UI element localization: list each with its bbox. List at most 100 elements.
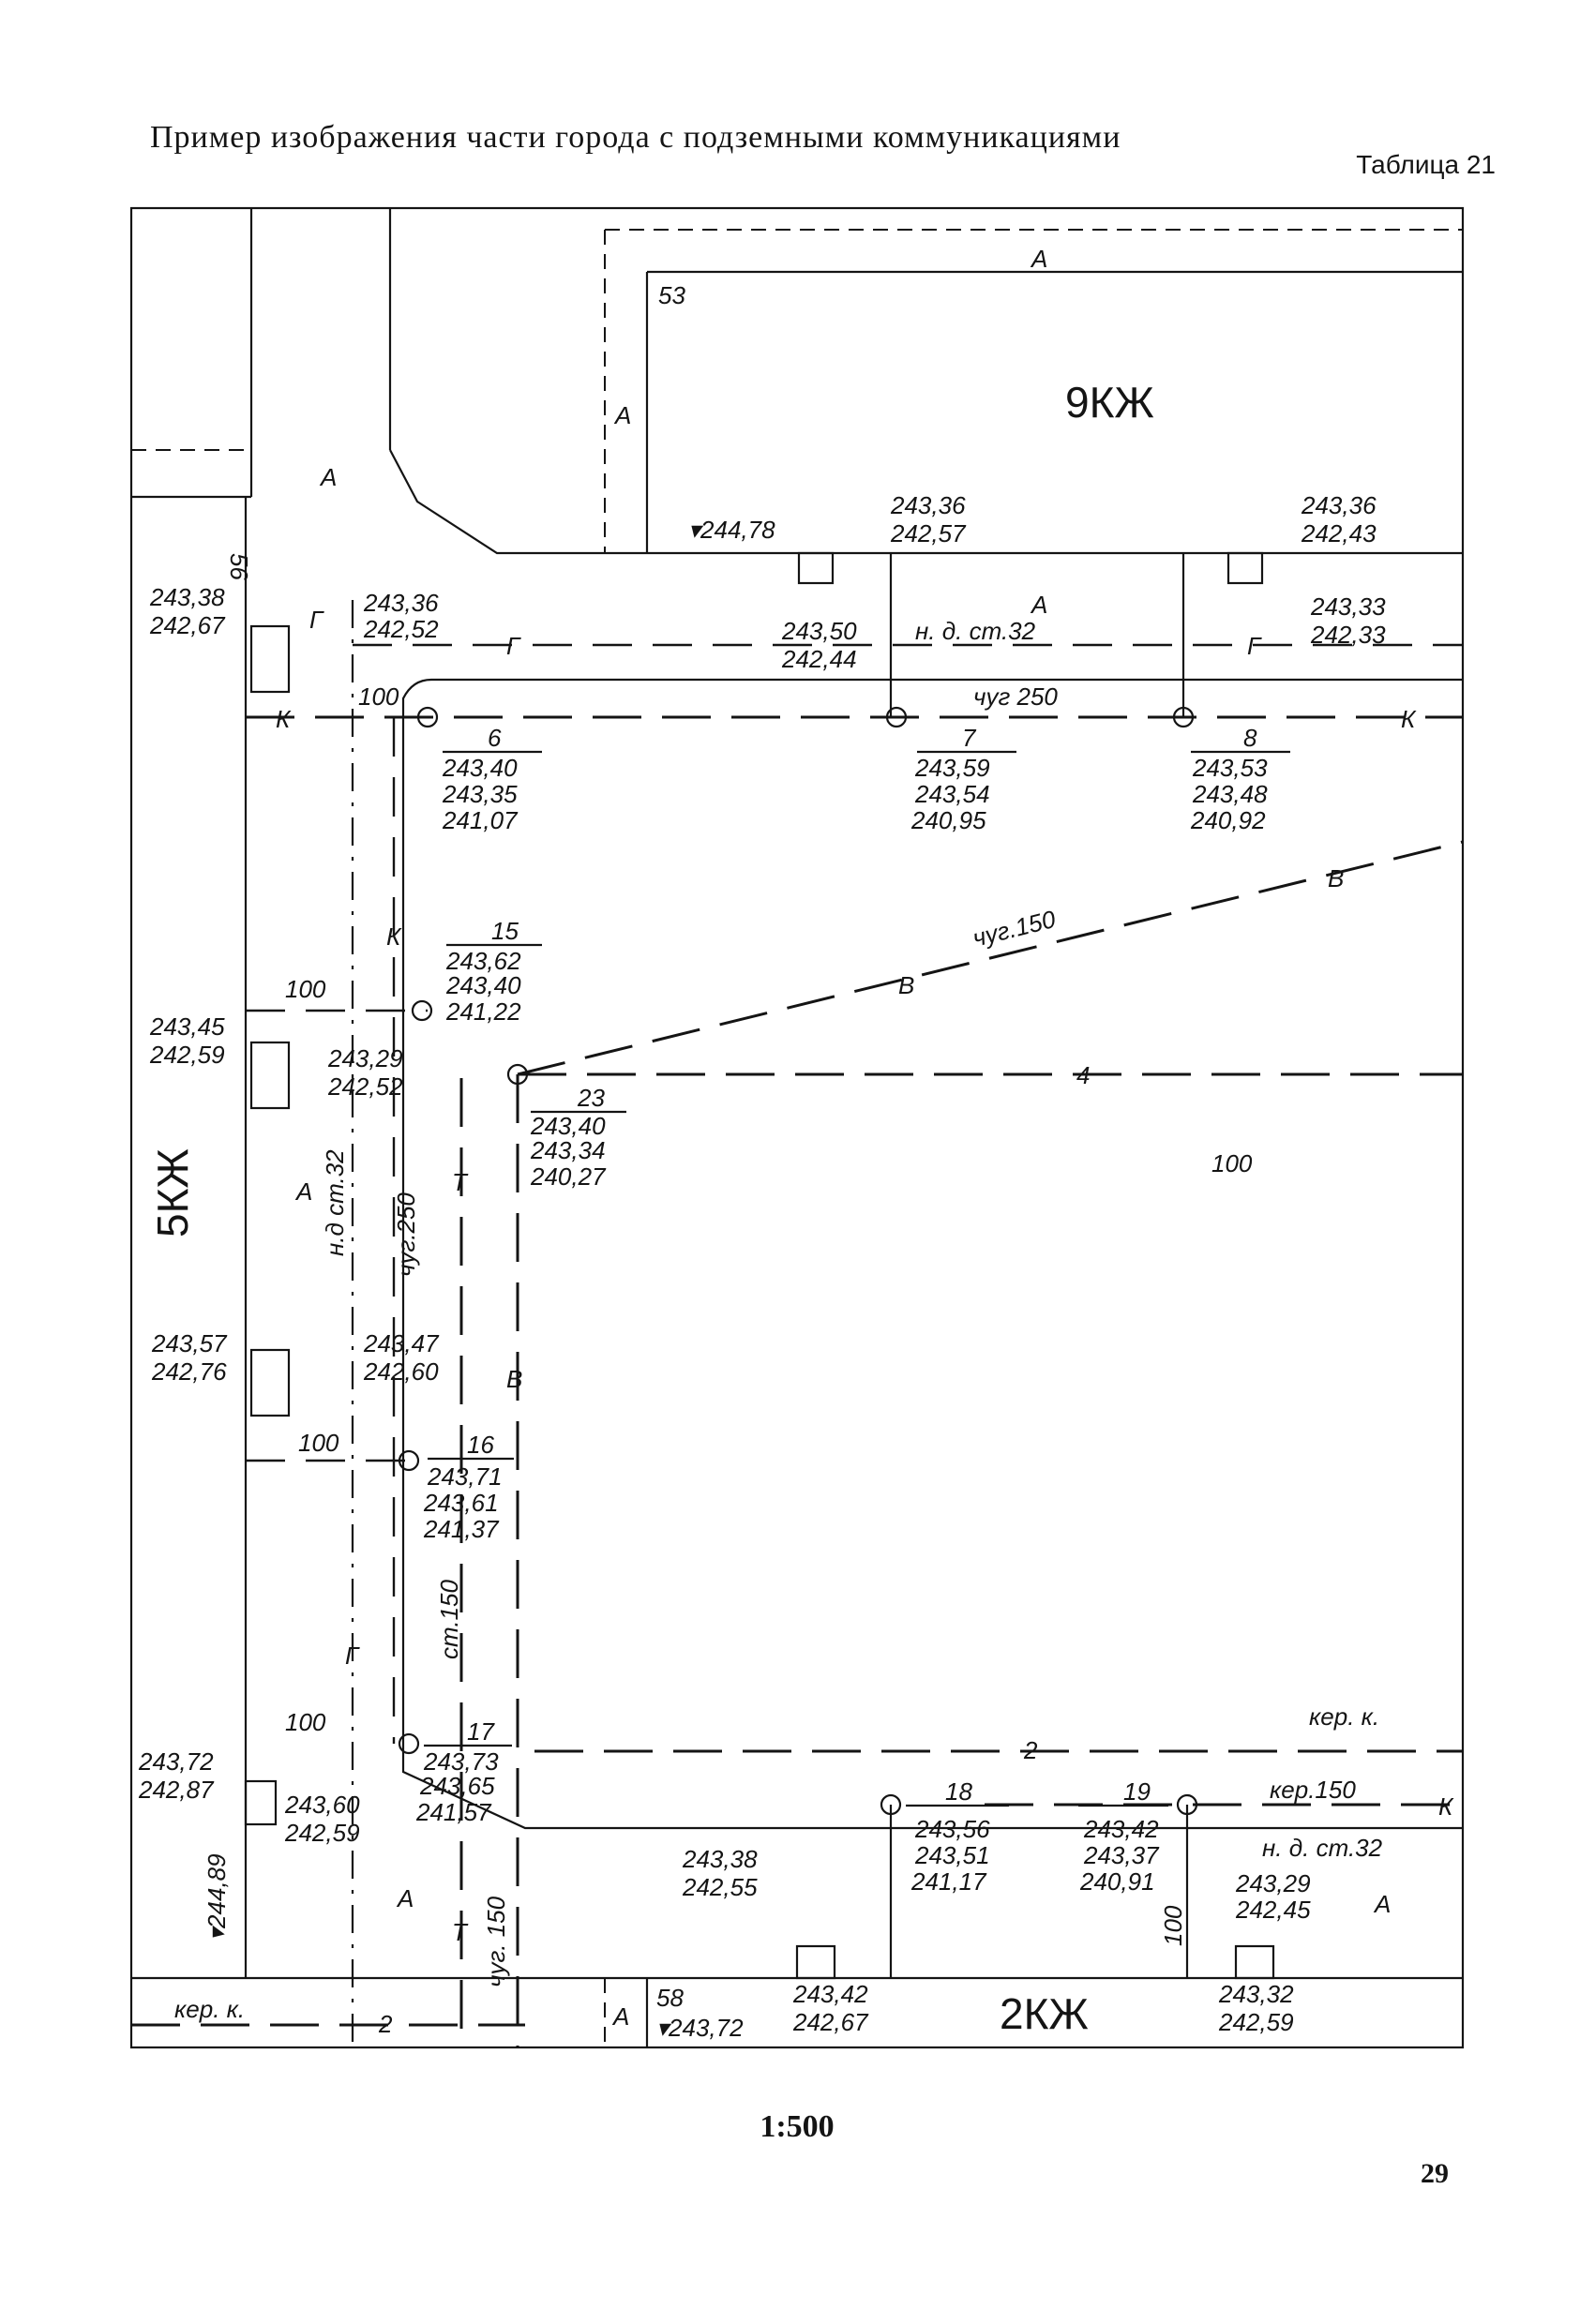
well-19: 19 243,42 243,37 240,91: [1078, 1777, 1168, 1896]
line-code: В: [898, 971, 914, 999]
svg-text:243,57: 243,57: [151, 1329, 228, 1357]
svg-text:19: 19: [1123, 1777, 1151, 1806]
svg-text:243,37: 243,37: [1083, 1841, 1160, 1869]
svg-text:242,67: 242,67: [149, 611, 226, 639]
line-code: Г: [309, 606, 324, 634]
spot-height: ▾243,72: [656, 2014, 744, 2042]
svg-text:243,59: 243,59: [914, 754, 990, 782]
svg-text:242,60: 242,60: [363, 1357, 439, 1386]
svg-text:243,56: 243,56: [914, 1815, 990, 1843]
building-2kzh: 2КЖ: [1000, 1989, 1089, 2038]
svg-text:241,37: 241,37: [423, 1515, 500, 1543]
pipe-label: кер.150: [1270, 1776, 1356, 1804]
svg-text:242,55: 242,55: [682, 1873, 758, 1901]
svg-text:243,71: 243,71: [427, 1462, 503, 1491]
line-code: 4: [1076, 1061, 1090, 1089]
svg-text:242,33: 242,33: [1310, 621, 1386, 649]
line-code: Г: [506, 632, 521, 660]
svg-text:243,50: 243,50: [781, 617, 857, 645]
well-7: 7 243,59 243,54 240,95: [910, 724, 1016, 834]
well-17: 17 243,73 243,65 241,57: [415, 1717, 512, 1826]
svg-text:243,53: 243,53: [1192, 754, 1268, 782]
page-number: 29: [1421, 2158, 1449, 2189]
gas-input-elevations: 243,36 242,57 243,36 242,43 243,38 242,6…: [138, 491, 1386, 2036]
line-code: Т: [452, 1168, 469, 1196]
line-code: Г: [345, 1642, 360, 1670]
svg-text:243,62: 243,62: [445, 947, 521, 975]
svg-text:240,27: 240,27: [530, 1162, 607, 1191]
svg-text:242,87: 242,87: [138, 1776, 215, 1804]
svg-text:243,45: 243,45: [149, 1012, 225, 1041]
svg-text:243,34: 243,34: [530, 1136, 606, 1164]
svg-text:243,38: 243,38: [682, 1845, 758, 1873]
svg-text:7: 7: [962, 724, 977, 752]
svg-text:243,51: 243,51: [914, 1841, 990, 1869]
area-label: А: [396, 1884, 414, 1912]
water-lines: [516, 840, 1464, 2047]
area-label: А: [1373, 1890, 1391, 1918]
svg-text:243,32: 243,32: [1218, 1980, 1294, 2008]
svg-text:243,29: 243,29: [1235, 1869, 1311, 1897]
area-label: А: [611, 2002, 629, 2031]
svg-text:242,59: 242,59: [284, 1819, 360, 1847]
area-label: А: [319, 463, 337, 491]
svg-text:242,43: 242,43: [1301, 519, 1377, 547]
area-label: А: [1030, 591, 1047, 619]
svg-text:18: 18: [945, 1777, 972, 1806]
line-code: 2: [1023, 1736, 1038, 1764]
pipe-diameter: 100: [298, 1429, 339, 1457]
svg-text:243,40: 243,40: [530, 1112, 606, 1140]
svg-text:243,48: 243,48: [1192, 780, 1268, 808]
svg-text:8: 8: [1243, 724, 1257, 752]
area-label: А: [613, 401, 631, 429]
svg-text:17: 17: [467, 1717, 495, 1746]
street-outlines: [131, 208, 1463, 2047]
well-symbols: [398, 706, 1198, 1816]
svg-text:243,61: 243,61: [423, 1489, 499, 1517]
svg-text:241,22: 241,22: [445, 997, 521, 1026]
central-block: [401, 678, 1463, 1830]
svg-text:243,35: 243,35: [442, 780, 518, 808]
cable-lines: [131, 1072, 1463, 2027]
pipe-label: н. д. ст.32: [1262, 1834, 1383, 1862]
house-inputs: [244, 551, 1275, 1980]
line-code: К: [386, 922, 402, 951]
svg-text:16: 16: [467, 1431, 494, 1459]
lot-53: 53: [658, 281, 685, 309]
svg-text:243,42: 243,42: [792, 1980, 868, 2008]
well-23: 23 243,40 243,34 240,27: [530, 1084, 626, 1191]
svg-text:241,07: 241,07: [442, 806, 519, 834]
svg-text:240,91: 240,91: [1079, 1867, 1155, 1896]
line-code: К: [276, 705, 292, 733]
pipe-diameter: 100: [1211, 1149, 1253, 1177]
svg-text:243,36: 243,36: [890, 491, 966, 519]
svg-text:242,57: 242,57: [890, 519, 967, 547]
svg-text:243,65: 243,65: [419, 1772, 495, 1800]
lot-56: 56: [225, 553, 253, 580]
well-18: 18 243,56 243,51 241,17: [906, 1777, 1009, 1896]
svg-text:243,36: 243,36: [1301, 491, 1377, 519]
line-code: 2: [378, 2010, 393, 2038]
svg-text:243,73: 243,73: [423, 1747, 499, 1776]
svg-text:243,36: 243,36: [363, 589, 439, 617]
pipe-label: н.д ст.32: [321, 1149, 349, 1256]
pipe-label: чуг.150: [970, 905, 1059, 952]
pipe-label: кер. к.: [174, 1995, 245, 2023]
svg-text:243,47: 243,47: [363, 1329, 440, 1357]
building-5kzh: 5КЖ: [148, 1148, 197, 1237]
pipe-label: н. д. ст.32: [915, 617, 1036, 645]
building-9kzh: 9КЖ: [1065, 378, 1154, 427]
svg-text:243,38: 243,38: [149, 583, 225, 611]
pipe-label: кер. к.: [1309, 1702, 1379, 1731]
well-15: 15 243,62 243,40 241,22: [445, 917, 542, 1026]
line-code: Г: [1247, 632, 1262, 660]
pipe-label: ст.150: [435, 1579, 463, 1659]
svg-text:241,17: 241,17: [910, 1867, 987, 1896]
svg-text:242,59: 242,59: [1218, 2008, 1294, 2036]
svg-text:242,76: 242,76: [151, 1357, 227, 1386]
well-number: 6: [488, 724, 502, 752]
pipe-diameter: 100: [1159, 1905, 1187, 1946]
svg-text:243,33: 243,33: [1310, 592, 1386, 621]
table-label: Таблица 21: [1356, 150, 1496, 179]
